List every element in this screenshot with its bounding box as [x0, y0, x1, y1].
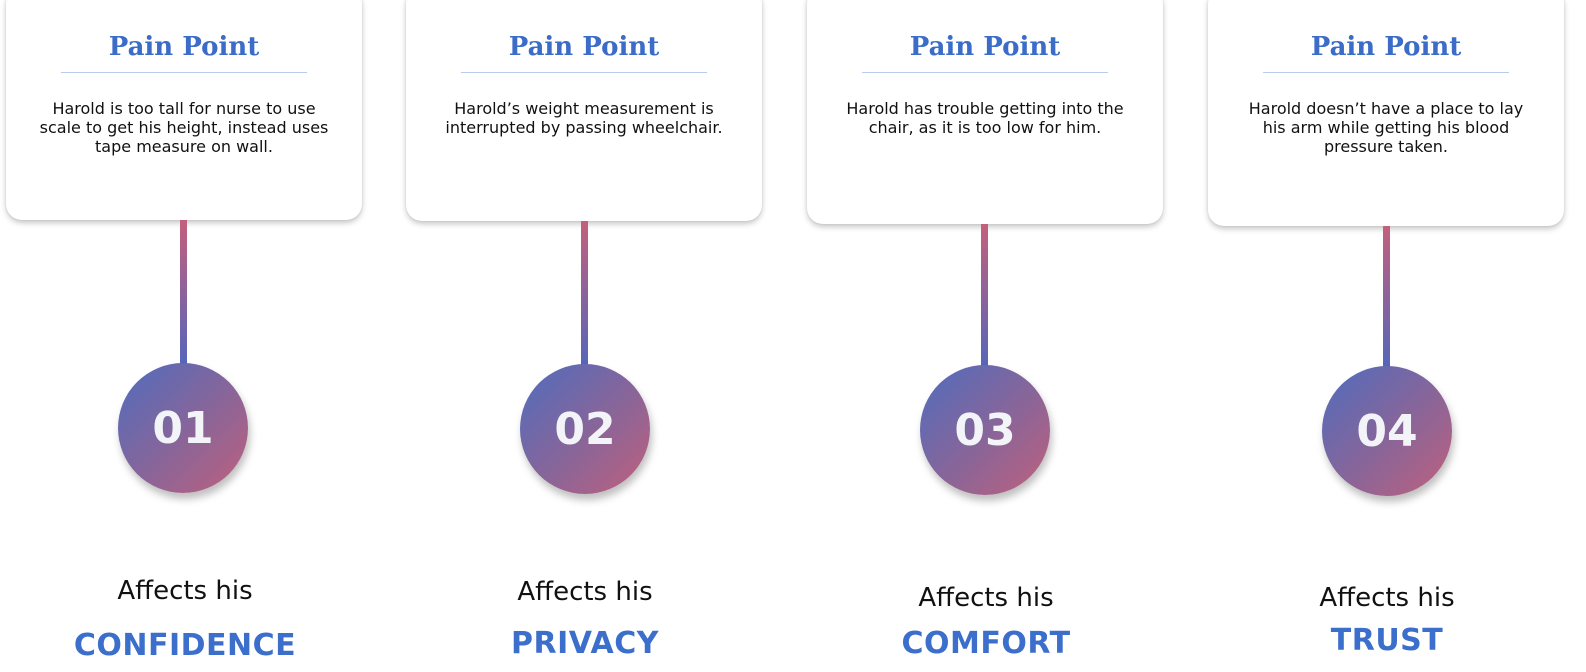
affects-label: Affects his [918, 583, 1054, 613]
affected-keyword: CONFIDENCE [73, 628, 297, 663]
step-number-circle: 04 [1322, 366, 1452, 496]
connector-line [981, 224, 988, 368]
pain-point-column-2: Pain Point Harold’s weight measurement i… [406, 0, 764, 672]
card-description: Harold’s weight measurement is interrupt… [445, 99, 723, 137]
step-number-circle: 02 [520, 364, 650, 494]
card-title: Pain Point [108, 32, 260, 62]
affects-label: Affects his [117, 576, 253, 606]
connector-line [180, 220, 187, 366]
card-description: Harold has trouble getting into the chai… [846, 99, 1124, 137]
affected-keyword: PRIVACY [511, 626, 659, 661]
step-number-circle: 01 [118, 363, 248, 493]
step-number-circle: 03 [920, 365, 1050, 495]
connector-line [1383, 226, 1390, 368]
pain-point-column-3: Pain Point Harold has trouble getting in… [807, 0, 1165, 672]
affects-label: Affects his [1319, 583, 1455, 613]
divider [1263, 72, 1509, 73]
divider [862, 72, 1108, 73]
divider [461, 72, 707, 73]
pain-point-card: Pain Point Harold has trouble getting in… [807, 0, 1163, 224]
pain-point-card: Pain Point Harold is too tall for nurse … [6, 0, 362, 220]
divider [61, 72, 307, 73]
card-description: Harold doesn’t have a place to lay his a… [1248, 99, 1524, 156]
card-title: Pain Point [909, 32, 1061, 62]
pain-point-column-4: Pain Point Harold doesn’t have a place t… [1208, 0, 1566, 672]
affected-keyword: COMFORT [901, 626, 1071, 661]
pain-point-card: Pain Point Harold’s weight measurement i… [406, 0, 762, 221]
connector-line [581, 221, 588, 367]
pain-point-card: Pain Point Harold doesn’t have a place t… [1208, 0, 1564, 226]
card-title: Pain Point [1310, 32, 1462, 62]
affects-label: Affects his [517, 577, 653, 607]
card-description: Harold is too tall for nurse to use scal… [39, 99, 329, 156]
pain-point-column-1: Pain Point Harold is too tall for nurse … [6, 0, 364, 672]
affected-keyword: TRUST [1330, 623, 1444, 658]
card-title: Pain Point [508, 32, 660, 62]
